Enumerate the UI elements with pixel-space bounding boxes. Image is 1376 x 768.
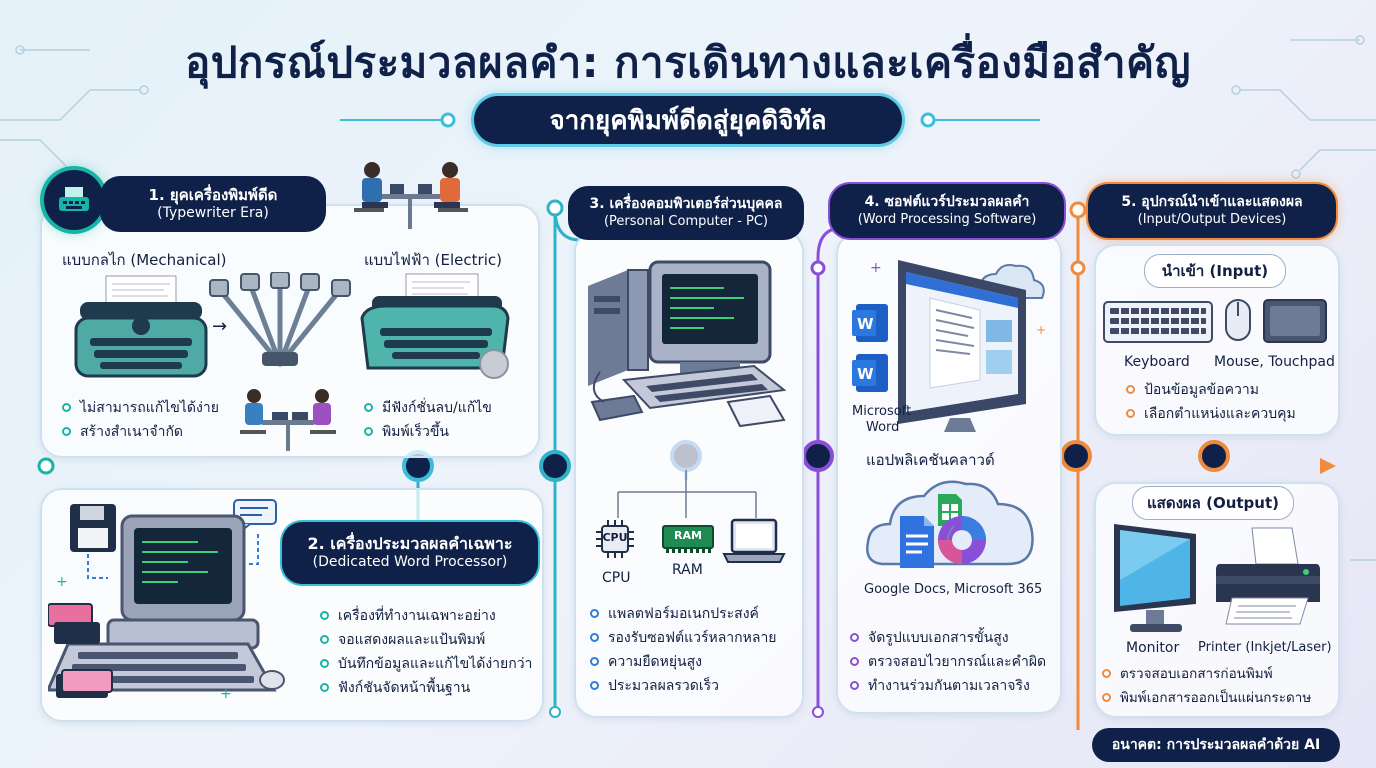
svg-text:+: + — [870, 260, 882, 276]
list-item: ไม่สามารถแก้ไขได้ง่าย — [60, 396, 219, 420]
list-item: ตรวจสอบเอกสารก่อนพิมพ์ — [1100, 662, 1311, 686]
list-item: ประมวลผลรวดเร็ว — [588, 674, 777, 698]
list-item: เครื่องที่ทำงานเฉพาะอย่าง — [318, 604, 532, 628]
list-item: บันทึกข้อมูลและแก้ไขได้ง่ายกว่า — [318, 652, 532, 676]
list-item: จัดรูปแบบเอกสารขั้นสูง — [848, 626, 1046, 650]
input-title: นำเข้า (Input) — [1144, 254, 1286, 288]
pc-component-connectors — [617, 470, 757, 518]
word-processor-monitor-illustration: W W + + — [852, 260, 1046, 432]
section-4-subtitle: (Word Processing Software) — [857, 211, 1037, 227]
section-1-title: 1. ยุคเครื่องพิมพ์ดีด — [148, 185, 278, 204]
section-2-subtitle: (Dedicated Word Processor) — [312, 554, 508, 571]
section-2-title: 2. เครื่องประมวลผลคำเฉพาะ — [307, 534, 513, 554]
word-label-1: Microsoft — [852, 404, 912, 419]
list-item: แพลตฟอร์มอเนกประสงค์ — [588, 602, 777, 626]
section-4-header: 4. ซอฟต์แวร์ประมวลผลคำ (Word Processing … — [830, 184, 1064, 238]
page-subtitle: จากยุคพิมพ์ดีดสู่ยุคดิจิทัล — [474, 96, 902, 144]
cpu-chip-text: CPU — [602, 531, 628, 544]
svg-text:W: W — [857, 315, 874, 333]
ram-module-icon — [662, 524, 714, 554]
list-item: สร้างสำเนาจำกัด — [60, 420, 219, 444]
word-label-2: Word — [866, 420, 900, 435]
electric-label: แบบไฟฟ้า (Electric) — [364, 251, 502, 269]
cpu-chip-icon — [596, 520, 634, 558]
list-item: ตรวจสอบไวยากรณ์และคำผิด — [848, 650, 1046, 674]
output-bullets: ตรวจสอบเอกสารก่อนพิมพ์ พิมพ์เอกสารออกเป็… — [1100, 662, 1311, 710]
cloud-apps-title: แอปพลิเคชันคลาวด์ — [866, 451, 995, 469]
dedicated-processor-illustration: + + — [48, 499, 285, 702]
mechanical-bullets: ไม่สามารถแก้ไขได้ง่าย สร้างสำเนาจำกัด — [60, 396, 219, 444]
printer-icon — [1216, 527, 1320, 625]
list-item: มีฟังก์ชั่นลบ/แก้ไข — [362, 396, 492, 420]
mechanical-typewriter-illustration — [74, 275, 208, 378]
list-item: พิมพ์เอกสารออกเป็นแผ่นกระดาษ — [1100, 686, 1311, 710]
section-3-subtitle: (Personal Computer - PC) — [603, 213, 769, 229]
keyboard-icon — [1103, 301, 1213, 343]
monitor-label: Monitor — [1126, 640, 1180, 656]
section-1-subtitle: (Typewriter Era) — [157, 204, 269, 221]
dedicated-bullets: เครื่องที่ทำงานเฉพาะอย่าง จอแสดงผลและแป้… — [318, 604, 532, 700]
section-2-header: 2. เครื่องประมวลผลคำเฉพาะ (Dedicated Wor… — [282, 522, 538, 584]
ram-label: RAM — [672, 562, 703, 578]
list-item: ความยืดหยุ่นสูง — [588, 650, 777, 674]
svg-text:+: + — [56, 574, 68, 590]
section-3-header: 3. เครื่องคอมพิวเตอร์ส่วนบุคคล (Personal… — [568, 186, 804, 240]
electric-typewriter-illustration — [360, 273, 510, 379]
cloud-apps-illustration — [866, 480, 1034, 568]
keyboard-label: Keyboard — [1124, 354, 1190, 370]
cloud-apps-label: Google Docs, Microsoft 365 — [864, 582, 1043, 597]
section-4-title: 4. ซอฟต์แวร์ประมวลผลคำ — [864, 194, 1030, 211]
software-bullets: จัดรูปแบบเอกสารขั้นสูง ตรวจสอบไวยากรณ์แล… — [848, 626, 1046, 698]
ram-chip-text: RAM — [674, 529, 702, 542]
cpu-label: CPU — [602, 570, 631, 586]
section-5-title: 5. อุปกรณ์นำเข้าและแสดงผล — [1121, 194, 1303, 211]
svg-text:W: W — [857, 365, 874, 383]
arrow-icon: → — [212, 316, 228, 337]
svg-text:+: + — [220, 686, 232, 702]
people-working-illustration — [354, 162, 468, 229]
section-3-title: 3. เครื่องคอมพิวเตอร์ส่วนบุคคล — [589, 196, 783, 213]
list-item: ป้อนข้อมูลข้อความ — [1124, 378, 1296, 402]
typewriter-icon — [44, 170, 104, 230]
people-typing-illustration — [240, 389, 336, 451]
electric-bullets: มีฟังก์ชั่นลบ/แก้ไข พิมพ์เร็วขึ้น — [362, 396, 492, 444]
list-item: พิมพ์เร็วขึ้น — [362, 420, 492, 444]
section-5-header: 5. อุปกรณ์นำเข้าและแสดงผล (Input/Output … — [1088, 184, 1336, 238]
mouse-icon — [1225, 299, 1251, 341]
input-bullets: ป้อนข้อมูลข้อความ เลือกตำแหน่งและควบคุม — [1124, 378, 1296, 426]
personal-computer-illustration — [588, 260, 787, 428]
list-item: รองรับซอฟต์แวร์หลากหลาย — [588, 626, 777, 650]
output-title: แสดงผล (Output) — [1132, 486, 1294, 520]
laptop-icon — [722, 516, 786, 568]
list-item: ทำงานร่วมกันตามเวลาจริง — [848, 674, 1046, 698]
page-title: อุปกรณ์ประมวลผลคำ: การเดินทางและเครื่องม… — [185, 38, 1191, 87]
future-ai-badge: อนาคต: การประมวลผลคำด้วย AI — [1092, 728, 1340, 762]
list-item: ฟังก์ชันจัดหน้าพื้นฐาน — [318, 676, 532, 700]
mouse-touchpad-label: Mouse, Touchpad — [1214, 354, 1335, 370]
printer-label: Printer (Inkjet/Laser) — [1198, 640, 1332, 655]
list-item: เลือกตำแหน่งและควบคุม — [1124, 402, 1296, 426]
list-item: จอแสดงผลและแป้นพิมพ์ — [318, 628, 532, 652]
pc-bullets: แพลตฟอร์มอเนกประสงค์ รองรับซอฟต์แวร์หลาก… — [588, 602, 777, 698]
monitor-icon — [1114, 524, 1196, 632]
svg-text:+: + — [1036, 323, 1046, 337]
typebars-illustration — [209, 272, 351, 367]
mechanical-label: แบบกลไก (Mechanical) — [62, 251, 227, 269]
touchpad-icon — [1263, 299, 1327, 343]
section-1-header: 1. ยุคเครื่องพิมพ์ดีด (Typewriter Era) — [100, 176, 326, 232]
section-5-subtitle: (Input/Output Devices) — [1137, 211, 1287, 227]
